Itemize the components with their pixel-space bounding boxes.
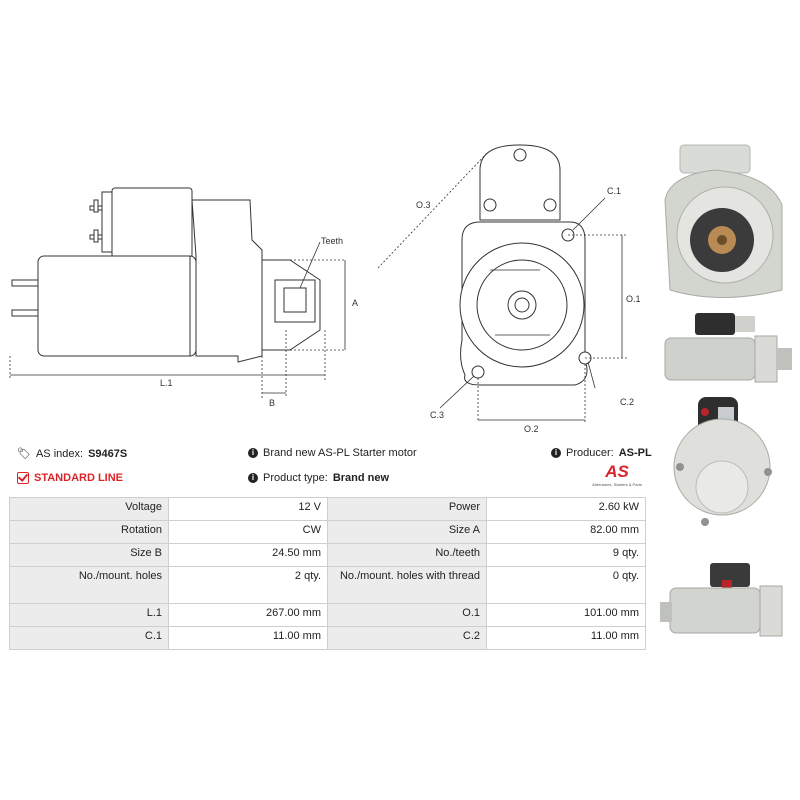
table-row: Rotation CW Size A 82.00 mm: [9, 520, 646, 544]
dimension-a-label: A: [352, 298, 358, 308]
spec-label: Size A: [327, 520, 487, 544]
dimension-c1-label: C.1: [607, 186, 621, 196]
spec-value: 11.00 mm: [486, 626, 646, 650]
standard-line-text: STANDARD LINE: [34, 472, 124, 484]
spec-label: C.1: [9, 626, 169, 650]
product-type-value: Brand new: [332, 472, 390, 484]
spec-value: 11.00 mm: [168, 626, 328, 650]
producer-row: i Producer: AS-PL: [551, 447, 652, 459]
spec-label: No./teeth: [327, 543, 487, 567]
front-view-drawing: O.3 O.1 O.2 C.1 C.2 C.3: [377, 144, 641, 434]
dimension-b-label: B: [269, 398, 275, 408]
spec-value: 82.00 mm: [486, 520, 646, 544]
spec-value: CW: [168, 520, 328, 544]
product-photo-rear: [673, 397, 772, 526]
spec-value: 9 qty.: [486, 543, 646, 567]
table-row: Voltage 12 V Power 2.60 kW: [9, 497, 646, 521]
spec-label: No./mount. holes with thread: [327, 566, 487, 604]
spec-value: 267.00 mm: [168, 603, 328, 627]
producer-value: AS-PL: [618, 447, 652, 459]
spec-label: O.1: [327, 603, 487, 627]
check-square-icon: [17, 471, 29, 484]
table-row: L.1 267.00 mm O.1 101.00 mm: [9, 603, 646, 627]
spec-label: C.2: [327, 626, 487, 650]
info-icon: i: [248, 448, 258, 458]
spec-label: Rotation: [9, 520, 169, 544]
table-row: No./mount. holes 2 qty. No./mount. holes…: [9, 566, 646, 604]
spec-value: 2 qty.: [168, 566, 328, 604]
dimension-o1-label: O.1: [626, 294, 641, 304]
info-icon: i: [248, 473, 258, 483]
standard-line-row: STANDARD LINE: [17, 471, 124, 484]
as-pl-logo: AS Alternators, Starters & Parts: [585, 462, 649, 494]
spec-label: No./mount. holes: [9, 566, 169, 604]
spec-value: 24.50 mm: [168, 543, 328, 567]
dimension-l1-label: L.1: [160, 378, 173, 388]
description-text: Brand new AS-PL Starter motor: [263, 447, 417, 459]
product-photo-top: [660, 563, 783, 637]
dimension-c3-label: C.3: [430, 410, 444, 420]
as-index-value: S9467S: [88, 447, 128, 460]
dimension-o2-label: O.2: [524, 424, 539, 434]
dimension-o3-label: O.3: [416, 200, 431, 210]
spec-label: Size B: [9, 543, 169, 567]
logo-tagline: Alternators, Starters & Parts: [592, 482, 642, 487]
table-row: Size B 24.50 mm No./teeth 9 qty.: [9, 543, 646, 567]
specs-table: Voltage 12 V Power 2.60 kW Rotation CW S…: [9, 497, 646, 650]
product-type-label: Product type:: [263, 472, 328, 484]
table-row: C.1 11.00 mm C.2 11.00 mm: [9, 626, 646, 650]
as-index-label: AS index:: [35, 447, 84, 460]
side-view-drawing: Teeth A L.1 B: [9, 187, 358, 408]
product-photo-front: [664, 144, 783, 298]
description-row: i Brand new AS-PL Starter motor: [248, 447, 417, 459]
logo-mark: AS: [605, 462, 629, 481]
product-type-row: i Product type: Brand new: [248, 472, 389, 484]
as-index-row: 🏷︎ AS index: S9467S: [17, 447, 128, 461]
info-icon: i: [551, 448, 561, 458]
spec-label: Voltage: [9, 497, 169, 521]
spec-value: 101.00 mm: [486, 603, 646, 627]
spec-value: 12 V: [168, 497, 328, 521]
spec-value: 2.60 kW: [486, 497, 646, 521]
dimension-c2-label: C.2: [620, 397, 634, 407]
spec-value: 0 qty.: [486, 566, 646, 604]
product-photo-side: [664, 313, 792, 383]
teeth-label: Teeth: [321, 236, 343, 246]
spec-label: Power: [327, 497, 487, 521]
spec-label: L.1: [9, 603, 169, 627]
producer-label: Producer:: [566, 447, 614, 459]
tag-icon: 🏷︎: [17, 448, 31, 460]
